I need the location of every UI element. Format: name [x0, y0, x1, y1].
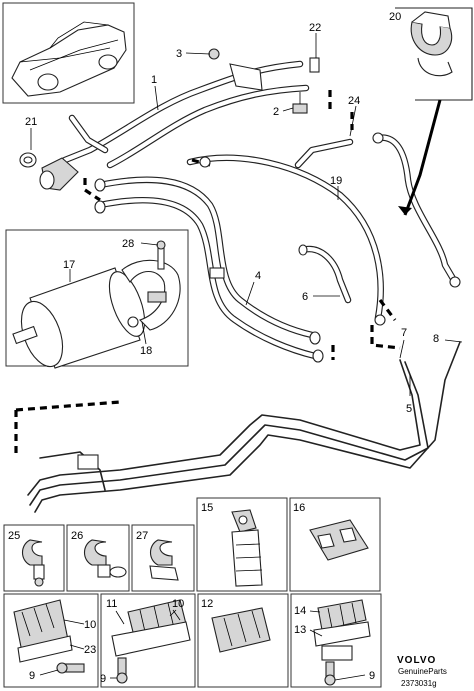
- callout-10a: 10: [84, 619, 96, 631]
- callout-24: 24: [348, 95, 360, 107]
- callout-9a: 9: [29, 670, 35, 682]
- callout-7: 7: [401, 327, 407, 339]
- callout-3: 3: [176, 48, 182, 60]
- clip-22: [309, 57, 320, 73]
- callout-numbers: 1 2 3 4 5 6 7 8 9 9 9 10 10 11 12 13 14 …: [8, 11, 439, 685]
- inset-13-14: [290, 593, 382, 688]
- callout-17: 17: [63, 259, 75, 271]
- callout-21: 21: [25, 116, 37, 128]
- connector-21: [19, 152, 79, 191]
- callout-12: 12: [201, 598, 213, 610]
- callout-23: 23: [84, 644, 96, 656]
- diagram-code: 2373031g: [401, 679, 437, 688]
- inset-10-11: [100, 593, 196, 688]
- nut-3: [208, 48, 220, 60]
- callout-28: 28: [122, 238, 134, 250]
- callout-5: 5: [406, 403, 412, 415]
- inset-27: [131, 524, 195, 592]
- inset-16: [289, 497, 381, 592]
- inset-25: [3, 524, 65, 592]
- brand-logo: VOLVO: [397, 655, 436, 666]
- fuel-hose-6: [298, 245, 352, 304]
- callout-4: 4: [255, 270, 261, 282]
- callout-1: 1: [151, 74, 157, 86]
- callout-2: 2: [273, 106, 279, 118]
- callout-16: 16: [293, 502, 305, 514]
- callout-27: 27: [136, 530, 148, 542]
- callout-18: 18: [140, 345, 152, 357]
- callout-15: 15: [201, 502, 213, 514]
- clip-20-inset: [395, 7, 473, 216]
- footer: VOLVO GenuineParts 2373031g: [397, 655, 447, 688]
- bracket-1: [229, 63, 263, 91]
- fuel-pipe-1: [61, 60, 310, 169]
- fuel-pipe-5: [27, 341, 461, 513]
- fuel-pipe-4: [96, 176, 319, 360]
- callout-25: 25: [8, 530, 20, 542]
- callout-19: 19: [330, 175, 342, 187]
- inset-26: [66, 524, 130, 592]
- callout-9b: 9: [100, 673, 106, 685]
- callout-20: 20: [389, 11, 401, 23]
- inset-9-23: [3, 593, 99, 688]
- car-thumbnail: [2, 2, 135, 104]
- callout-11: 11: [106, 598, 117, 610]
- callout-10b: 10: [172, 598, 184, 610]
- brand-subtitle: GenuineParts: [398, 667, 447, 676]
- callout-13: 13: [294, 624, 306, 636]
- inset-15: [196, 497, 288, 592]
- callout-9c: 9: [369, 670, 375, 682]
- break-lines: [14, 90, 401, 455]
- leader-lines: [30, 33, 463, 681]
- fuel-hose-19: [186, 134, 459, 322]
- callout-6: 6: [302, 291, 308, 303]
- bolt-2: [292, 92, 308, 114]
- callout-14: 14: [294, 605, 306, 617]
- callout-22: 22: [309, 22, 321, 34]
- fuel-hose-24: [294, 138, 354, 169]
- callout-8: 8: [433, 333, 439, 345]
- callout-26: 26: [71, 530, 83, 542]
- inset-12: [197, 593, 289, 688]
- hose-end-fittings: [94, 132, 461, 363]
- filter-inset: [5, 229, 189, 369]
